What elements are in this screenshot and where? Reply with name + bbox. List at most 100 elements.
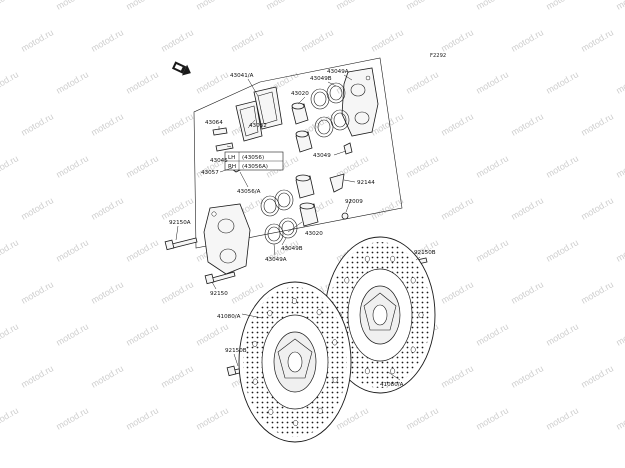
watermark-text: motod.ru [614, 0, 625, 12]
brake-disc-right [324, 236, 436, 394]
watermark-text: motod.ru [579, 195, 615, 221]
piston-bottom [295, 174, 319, 227]
watermark-text: motod.ru [89, 27, 125, 53]
rotor-rivet [390, 368, 396, 375]
watermark-text: motod.ru [614, 237, 625, 263]
watermark-text: motod.ru [54, 405, 90, 431]
watermark-text: motod.ru [474, 69, 510, 95]
watermark-text: motod.ru [19, 111, 55, 137]
watermark-text: motod.ru [579, 363, 615, 389]
mounting-bolt-lower [204, 271, 236, 285]
watermark-text: motod.ru [89, 195, 125, 221]
label-43049A-bottom: 43049A [265, 257, 287, 263]
leader-lines [175, 74, 421, 381]
watermark-text: motod.ru [474, 405, 510, 431]
label-92150B-left: 92150B [225, 348, 247, 354]
caliper-inner-half [203, 203, 251, 275]
piston-seal-group-top [310, 82, 350, 138]
rotor-rivet [390, 255, 396, 262]
watermark-text: motod.ru [19, 27, 55, 53]
watermark-text: motod.ru [159, 279, 195, 305]
brake-pad-inner [235, 100, 263, 142]
small-screw [341, 212, 349, 220]
watermark-text: motod.ru [579, 279, 615, 305]
rh-label: RH [228, 164, 236, 170]
rotor-rivet [410, 277, 416, 284]
label-43082: 43082 [249, 123, 267, 129]
watermark-text: motod.ru [614, 321, 625, 347]
label-43049: 43049 [313, 153, 331, 159]
watermark-text: motod.ru [194, 0, 230, 12]
watermark-text: motod.ru [509, 195, 545, 221]
label-92009: 92009 [345, 199, 363, 205]
rotor-rivet [344, 277, 350, 284]
watermark-text: motod.ru [544, 0, 580, 12]
bleeder-valve [343, 142, 353, 155]
watermark-text: motod.ru [194, 69, 230, 95]
watermark-text: motod.ru [124, 0, 160, 12]
watermark-text: motod.ru [439, 111, 475, 137]
piston-seal-group-bottom [260, 189, 298, 245]
rotor-rivet [317, 407, 323, 414]
rotor-rivet [364, 368, 370, 375]
label-43057: 43057 [201, 170, 219, 176]
watermark-text: motod.ru [194, 405, 230, 431]
watermark-text: motod.ru [544, 321, 580, 347]
watermark-text: motod.ru [404, 0, 440, 12]
watermark-text: motod.ru [0, 321, 20, 347]
watermark-text: motod.ru [19, 279, 55, 305]
watermark-text: motod.ru [579, 111, 615, 137]
rotor-rivet [364, 255, 370, 262]
watermark-text: motod.ru [124, 69, 160, 95]
watermark-text: motod.ru [0, 0, 20, 12]
label-92150B-right: 92150B [414, 250, 436, 256]
label-41080A-right: 41080/A [380, 382, 404, 388]
watermark-text: motod.ru [159, 195, 195, 221]
brake-pad-outer [253, 86, 283, 130]
watermark-text: motod.ru [264, 0, 300, 12]
rotor-rivet [252, 378, 258, 385]
watermark-text: motod.ru [509, 279, 545, 305]
lh-label: LH [228, 155, 235, 161]
label-92150: 92150 [210, 291, 228, 297]
label-92144: 92144 [357, 180, 375, 186]
watermark-text: motod.ru [159, 27, 195, 53]
watermark-text: motod.ru [614, 405, 625, 431]
watermark-text: motod.ru [404, 153, 440, 179]
rotor-rivet [418, 311, 424, 319]
part-labels: 43041/A 43049A 43049B 43020 43064 43082 … [169, 69, 436, 388]
lh-rh-box: LH (43056) RH (43056A) [224, 151, 284, 171]
caliper-outer-half [341, 67, 379, 137]
watermark-text: motod.ru [124, 405, 160, 431]
rotor-rivet [332, 376, 338, 384]
watermark-text: motod.ru [0, 69, 20, 95]
rotor-rivet [293, 419, 299, 427]
watermark-text: motod.ru [124, 153, 160, 179]
brake-disc-left [238, 281, 352, 443]
watermark-text: motod.ru [229, 27, 265, 53]
rotor-rivet [252, 340, 258, 348]
watermark-text: motod.ru [0, 405, 20, 431]
rh-part-label: (43056A) [242, 164, 268, 170]
watermark-text: motod.ru [544, 69, 580, 95]
rotor-rivet [268, 408, 274, 415]
label-92150A: 92150A [169, 220, 191, 226]
watermark-text: motod.ru [614, 153, 625, 179]
watermark-text: motod.ru [369, 27, 405, 53]
piston-top [291, 102, 313, 153]
watermark-text: motod.ru [439, 279, 475, 305]
watermark-text: motod.ru [159, 111, 195, 137]
watermark-text: motod.ru [89, 111, 125, 137]
label-43020-top: 43020 [291, 91, 309, 97]
watermark-text: motod.ru [474, 237, 510, 263]
label-41080A-left: 41080/A [217, 314, 241, 320]
label-43056A: 43056/A [237, 189, 261, 195]
watermark-text: motod.ru [474, 0, 510, 12]
pad-retainer-pin [215, 142, 234, 152]
label-43049A-top: 43049A [327, 69, 349, 75]
watermark-text: motod.ru [19, 195, 55, 221]
watermark-text: motod.ru [124, 237, 160, 263]
watermark-text: motod.ru [404, 405, 440, 431]
watermark-text: motod.ru [334, 0, 370, 12]
